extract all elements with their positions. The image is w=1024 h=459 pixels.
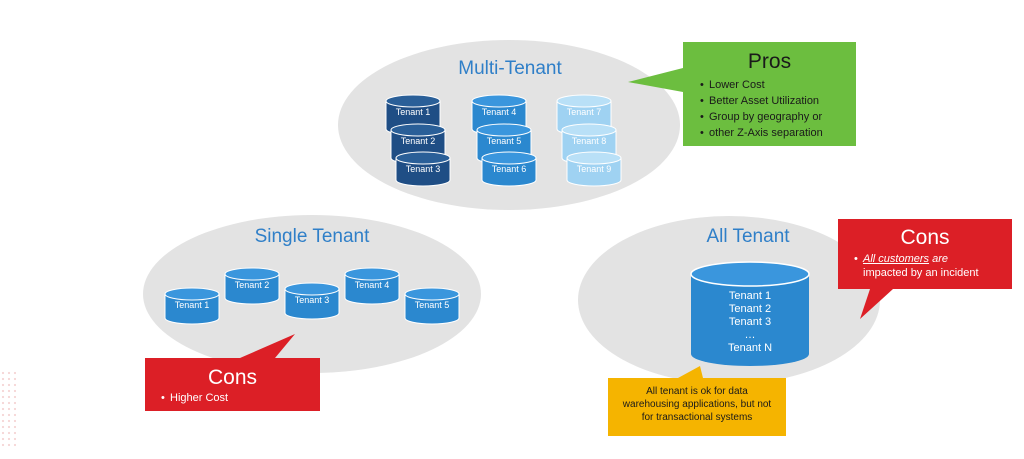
cylinder-label: Tenant 4 xyxy=(354,280,390,290)
all-customers-emphasis: All customers xyxy=(863,253,930,265)
pros-bullet: Lower Cost xyxy=(700,77,823,93)
single-tenant-cons-callout: Cons Higher Cost xyxy=(145,334,320,411)
pros-title: Pros xyxy=(747,50,792,73)
multi-tenant-title: Multi-Tenant xyxy=(458,58,562,79)
all-cons-shape xyxy=(838,219,1012,319)
cylinder-tenant-6: Tenant 6 xyxy=(481,151,537,187)
cylinder-label: Tenant 9 xyxy=(576,164,612,174)
cylinder-label: Tenant 1 xyxy=(395,107,431,117)
pros-bullet: Group by geography or xyxy=(700,109,823,125)
cylinder-tenant-5: Tenant 5 xyxy=(476,123,532,165)
db-line: … xyxy=(744,329,756,341)
note-line: All tenant is ok for data xyxy=(646,386,748,397)
cylinder-single-tenant-3: Tenant 3 xyxy=(284,282,340,320)
note-line: warehousing applications, but not xyxy=(622,399,772,410)
cylinder-label: Tenant 4 xyxy=(481,107,517,117)
cylinder-single-tenant-4: Tenant 4 xyxy=(344,267,400,305)
db-line: Tenant 1 xyxy=(728,290,772,302)
cylinder-label: Tenant 3 xyxy=(294,295,330,305)
cylinder-label: Tenant 5 xyxy=(414,300,450,310)
note-line: for transactional systems xyxy=(641,412,753,423)
all-cons-bullet-line2: impacted by an incident xyxy=(863,267,979,279)
single-tenant-title: Single Tenant xyxy=(254,226,370,247)
all-tenant-cons-callout: Cons • All customers are impacted by an … xyxy=(838,219,1012,319)
pros-bullet: other Z-Axis separation xyxy=(700,125,823,141)
all-cons-bullet: • All customers are impacted by an incid… xyxy=(854,253,979,279)
all-tenant-note: All tenant is ok for data warehousing ap… xyxy=(608,366,786,436)
cylinder-single-tenant-2: Tenant 2 xyxy=(224,267,280,305)
all-tenant-title: All Tenant xyxy=(706,226,790,247)
all-tenant-database-cylinder: Tenant 1 Tenant 2 Tenant 3 … Tenant N xyxy=(690,261,810,366)
cylinder-single-tenant-5: Tenant 5 xyxy=(404,287,460,325)
single-cons-bullet: Higher Cost xyxy=(161,390,228,406)
single-cons-title: Cons xyxy=(207,366,258,389)
cylinder-label: Tenant 8 xyxy=(571,136,607,146)
cylinder-label: Tenant 5 xyxy=(486,136,522,146)
cylinder-label: Tenant 2 xyxy=(400,136,436,146)
cylinder-tenant-9: Tenant 9 xyxy=(566,151,622,187)
decorative-dot-pattern xyxy=(0,370,16,450)
cylinder-label: Tenant 6 xyxy=(491,164,527,174)
cylinder-label: Tenant 7 xyxy=(566,107,602,117)
db-line: Tenant 3 xyxy=(728,316,772,328)
pros-bullet: Better Asset Utilization xyxy=(700,93,823,109)
all-tenant-db-text: Tenant 1 Tenant 2 Tenant 3 … Tenant N xyxy=(691,290,809,355)
pros-callout: Pros Lower Cost Better Asset Utilization… xyxy=(628,42,856,146)
all-cons-bullet-rest: are xyxy=(929,253,948,265)
cylinder-label: Tenant 2 xyxy=(234,280,270,290)
cylinder-tenant-3: Tenant 3 xyxy=(395,151,451,187)
db-line: Tenant N xyxy=(727,342,773,354)
all-cons-title: Cons xyxy=(900,226,950,249)
db-line: Tenant 2 xyxy=(728,303,772,315)
pros-bullet-list: Lower Cost Better Asset Utilization Grou… xyxy=(700,77,823,141)
cylinder-label: Tenant 1 xyxy=(174,300,210,310)
cylinder-single-tenant-1: Tenant 1 xyxy=(164,287,220,325)
single-cons-bullets: Higher Cost xyxy=(161,390,228,406)
cylinder-label: Tenant 3 xyxy=(405,164,441,174)
